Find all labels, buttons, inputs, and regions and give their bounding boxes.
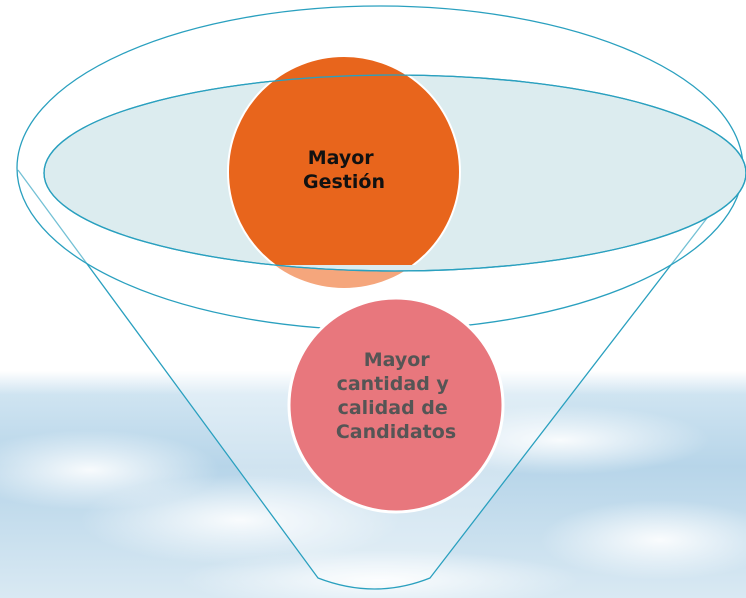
bottom-circle-line-2: cantidad y	[337, 373, 450, 395]
top-circle-label: Mayor Gestión	[303, 147, 385, 193]
bottom-circle-line-3: calidad de	[338, 397, 448, 419]
bottom-circle-label: Mayor cantidad y calidad de Candidatos	[336, 349, 456, 443]
bottom-circle-line-1: Mayor	[364, 349, 431, 371]
top-circle-line-2: Gestión	[303, 171, 385, 193]
bottom-circle-line-4: Candidatos	[336, 421, 456, 443]
inner-ellipse-outline	[43, 74, 746, 272]
top-circle	[227, 55, 461, 265]
bottom-circle	[287, 296, 505, 514]
clouds	[0, 405, 746, 598]
top-circle-line-1: Mayor	[308, 147, 375, 169]
